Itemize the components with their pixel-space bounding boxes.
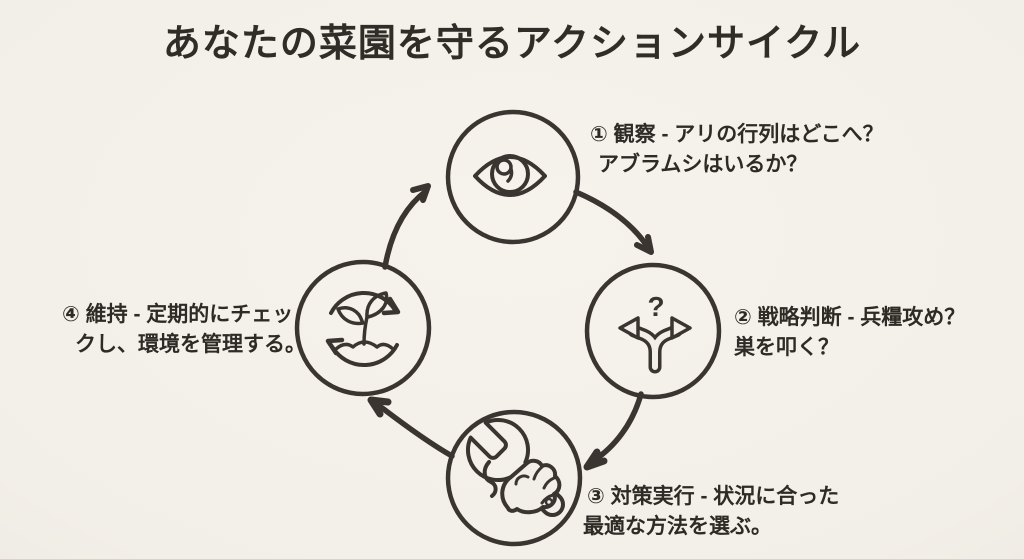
arrow-observe-to-strategy (573, 189, 654, 255)
step-label-observe: ① 観察 - アリの行列はどこへ？ アブラムシはいるか？ (590, 120, 884, 180)
arrow-execute-to-maintain (367, 396, 455, 459)
node-circle-execute (445, 409, 583, 547)
step-label-line: ④ 維持 - 定期的にチェッ (62, 303, 294, 326)
fork-arrows-icon: ? (618, 291, 692, 374)
step-label-line: アブラムシはいるか？ (598, 153, 808, 176)
node-circle-observe (445, 109, 581, 245)
step-label-strategy: ② 戦略判断 - 兵糧攻め？ 巣を叩く？ (734, 303, 965, 363)
arrow-strategy-to-execute (583, 391, 644, 471)
step-label-line: 巣を叩く？ (734, 336, 839, 359)
wrench-hand-icon (468, 420, 563, 515)
eye-icon (473, 154, 547, 197)
arrow-maintain-to-observe (382, 183, 431, 270)
question-mark: ? (647, 291, 664, 322)
step-label-line: クし、環境を管理する。 (75, 333, 306, 356)
step-label-line: ① 観察 - アリの行列はどこへ？ (590, 123, 884, 146)
sprout-cycle-icon (325, 291, 401, 367)
step-label-execute: ③ 対策実行 - 状況に合った 最適な方法を選ぶ。 (583, 482, 839, 542)
page-title: あなたの菜園を守るアクションサイクル (162, 23, 862, 65)
node-circle-maintain (294, 259, 432, 397)
step-label-line: ② 戦略判断 - 兵糧攻め？ (734, 306, 966, 329)
step-label-maintain: ④ 維持 - 定期的にチェッ クし、環境を管理する。 (62, 300, 306, 360)
node-circle-strategy (584, 262, 722, 400)
step-label-line: 最適な方法を選ぶ。 (583, 515, 772, 538)
step-label-line: ③ 対策実行 - 状況に合った (587, 485, 840, 508)
